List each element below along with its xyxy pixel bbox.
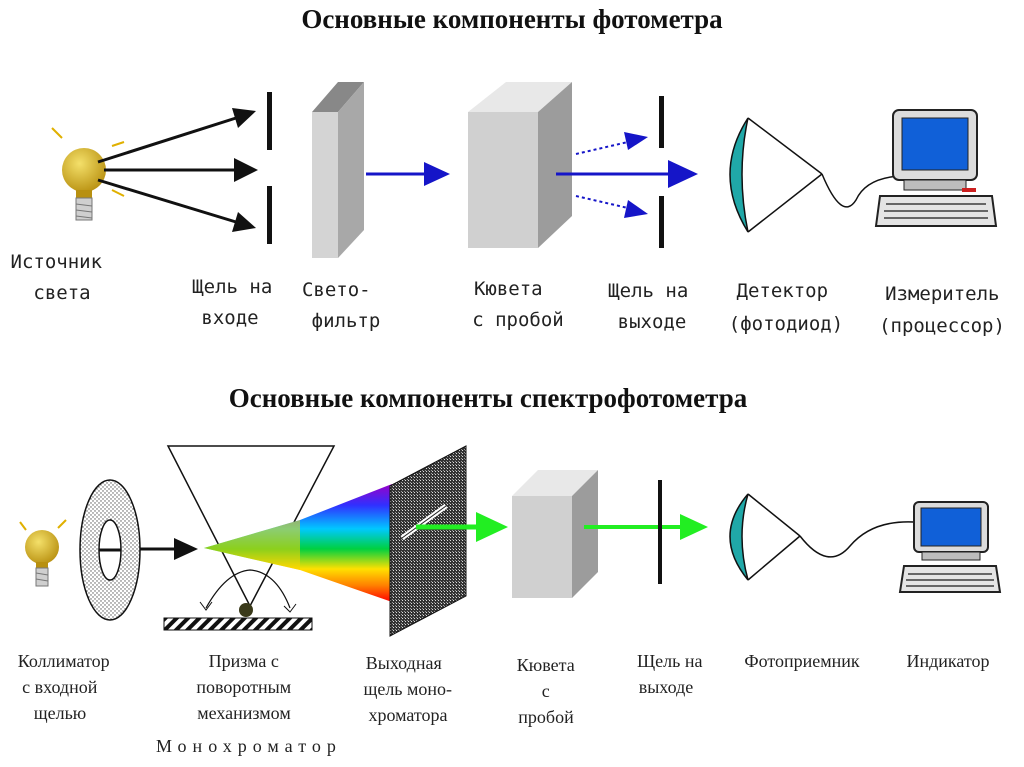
cuvette-2: [512, 470, 598, 598]
label-collimator: Коллиматор с входной щелью: [18, 651, 114, 723]
label-filter: Свето- фильтр: [302, 279, 382, 332]
label-entrance-slit: Щель на входе: [192, 276, 284, 329]
exit-slit-2: [658, 480, 662, 584]
label-cuvette-2: Кювета с пробой: [517, 655, 579, 727]
spectrophotometer-title: Основные компоненты спектрофотометра: [229, 383, 748, 413]
computer-icon: [898, 501, 1002, 593]
scatter-arrow-up: [575, 141, 629, 155]
source-arrowheads: [232, 108, 258, 232]
photoreceiver-icon: [729, 493, 915, 581]
label-source: Источник света: [11, 251, 114, 304]
detector-icon: [729, 117, 901, 233]
label-meter: Измеритель (процессор): [879, 283, 1011, 337]
source-arrows: [97, 116, 237, 224]
label-exit-slit-2: Щель на выходе: [637, 651, 707, 697]
light-filter: [312, 82, 364, 258]
label-prism: Призма с поворотным механизмом: [196, 651, 295, 723]
scatter-arrow-down: [575, 195, 629, 209]
rotation-mechanism: [163, 569, 313, 631]
cuvette: [468, 82, 572, 248]
filter-arrowhead: [424, 162, 450, 186]
light-bulb-icon: [19, 519, 67, 587]
monochromator-exit-slit: [389, 445, 467, 637]
label-monochromator: Монохроматор: [156, 736, 342, 756]
label-photoreceiver: Фотоприемник: [744, 651, 860, 671]
label-mono-exit: Выходная щель моно- хроматора: [363, 653, 456, 725]
entrance-slit: [267, 92, 272, 244]
label-cuvette: Кювета с пробой: [472, 278, 564, 331]
photometer-title: Основные компоненты фотометра: [301, 4, 723, 34]
collimator: [79, 479, 141, 621]
exit-slit: [659, 96, 664, 248]
computer-icon: [874, 109, 998, 227]
light-bulb-icon: [51, 127, 125, 221]
label-detector: Детектор (фотодиод): [729, 280, 843, 335]
label-indicator: Индикатор: [906, 651, 989, 671]
label-exit-slit: Щель на выходе: [608, 280, 700, 333]
